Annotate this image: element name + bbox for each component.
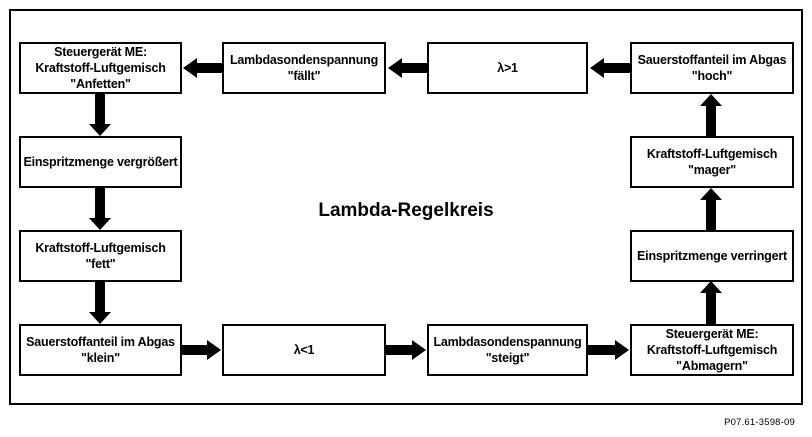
- box-gemisch-mager-label: Kraftstoff-Luftgemisch "mager": [646, 147, 778, 177]
- box-gemisch-fett: Kraftstoff-Luftgemisch "fett": [19, 230, 182, 282]
- box-steuergeraet-abmagern-label: Steuergerät ME: Kraftstoff-Luftgemisch "…: [646, 327, 778, 373]
- arrowhead-left-icon: [183, 58, 197, 78]
- box-gemisch-mager: Kraftstoff-Luftgemisch "mager": [630, 136, 794, 188]
- box-lambda-less-1: λ<1: [222, 324, 386, 376]
- box-einspritzmenge-verringert-label: Einspritzmenge verringert: [637, 249, 787, 263]
- arrowhead-left-icon: [590, 58, 604, 78]
- box-lambda-less-1-label: λ<1: [293, 343, 315, 357]
- arrowhead-down-icon: [89, 218, 111, 230]
- box-sauerstoffanteil-hoch-label: Sauerstoffanteil im Abgas "hoch": [637, 53, 787, 83]
- arrowhead-left-icon: [388, 58, 402, 78]
- arrow-faellt-to-anfetten: [183, 58, 222, 78]
- arrow-hoch-to-gt1: [590, 58, 630, 78]
- box-gemisch-fett-label: Kraftstoff-Luftgemisch "fett": [35, 241, 166, 271]
- arrowhead-up-icon: [700, 188, 722, 200]
- arrowhead-right-icon: [207, 340, 221, 360]
- box-lambdasondenspannung-steigt: Lambdasondenspannung "steigt": [427, 324, 588, 376]
- box-sauerstoffanteil-klein: Sauerstoffanteil im Abgas "klein": [19, 324, 182, 376]
- arrowhead-down-icon: [89, 312, 111, 324]
- arrow-vergroessert-to-fett: [89, 188, 111, 230]
- arrowhead-right-icon: [615, 340, 629, 360]
- arrow-gt1-to-faellt: [388, 58, 427, 78]
- arrowhead-up-icon: [700, 94, 722, 106]
- arrow-verringert-to-mager: [700, 188, 722, 231]
- box-lambda-greater-1: λ>1: [427, 42, 588, 94]
- arrow-anfetten-to-vergroessert: [89, 94, 111, 136]
- box-einspritzmenge-vergroessert-label: Einspritzmenge vergrößert: [23, 155, 178, 169]
- arrow-abmagern-to-verringert: [700, 281, 722, 324]
- arrow-klein-to-lt1: [181, 340, 221, 360]
- box-lambdasondenspannung-faellt-label: Lambdasondenspannung "fällt": [229, 53, 379, 83]
- arrow-lt1-to-steigt: [386, 340, 426, 360]
- arrowhead-right-icon: [412, 340, 426, 360]
- box-einspritzmenge-vergroessert: Einspritzmenge vergrößert: [19, 136, 182, 188]
- arrowhead-up-icon: [700, 281, 722, 293]
- box-steuergeraet-anfetten: Steuergerät ME: Kraftstoff-Luftgemisch "…: [19, 42, 182, 94]
- figure-code: P07.61-3598-09: [724, 417, 795, 428]
- box-lambda-greater-1-label: λ>1: [497, 61, 518, 75]
- box-einspritzmenge-verringert: Einspritzmenge verringert: [630, 230, 794, 282]
- box-sauerstoffanteil-klein-label: Sauerstoffanteil im Abgas "klein": [26, 335, 175, 365]
- box-steuergeraet-abmagern: Steuergerät ME: Kraftstoff-Luftgemisch "…: [630, 324, 794, 376]
- diagram-title: Lambda-Regelkreis: [318, 200, 494, 221]
- arrowhead-down-icon: [89, 124, 111, 136]
- arrow-fett-to-klein: [89, 282, 111, 324]
- arrow-steigt-to-abmagern: [588, 340, 629, 360]
- arrow-mager-to-hoch: [700, 94, 722, 136]
- box-steuergeraet-anfetten-label: Steuergerät ME: Kraftstoff-Luftgemisch "…: [35, 45, 166, 91]
- box-lambdasondenspannung-faellt: Lambdasondenspannung "fällt": [222, 42, 386, 94]
- box-sauerstoffanteil-hoch: Sauerstoffanteil im Abgas "hoch": [630, 42, 794, 94]
- box-lambdasondenspannung-steigt-label: Lambdasondenspannung "steigt": [433, 335, 582, 365]
